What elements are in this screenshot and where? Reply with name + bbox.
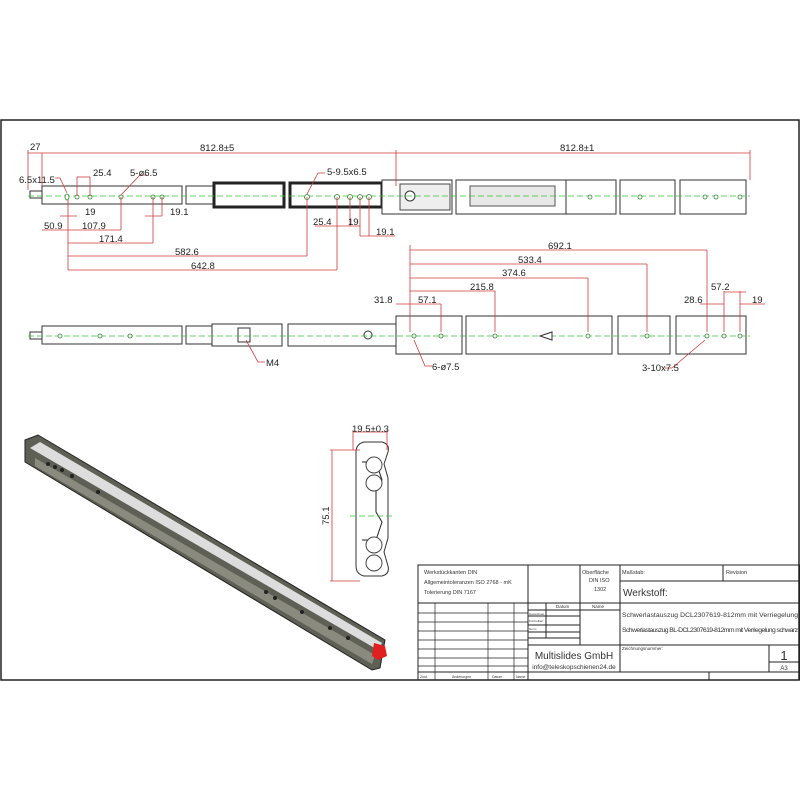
title-block: Werkstückkanten DIN Allgemeintoleranzen … xyxy=(417,564,800,681)
description-line: Schwerlastauszug DCL2307619-812mm mit Ve… xyxy=(622,612,798,619)
dim-171-4: 171.4 xyxy=(99,234,123,245)
isometric-slide-view xyxy=(24,434,387,671)
role-checked: Kontrolliert xyxy=(529,619,544,623)
top-view: 27 812.8±5 812.8±1 6.5x11.5 25.4 5-ø6.5 … xyxy=(19,142,751,272)
dim-slots-outer: 5-9.5x6.5 xyxy=(327,167,367,178)
dim-31-8: 31.8 xyxy=(374,295,393,306)
dim-28-6: 28.6 xyxy=(684,295,703,306)
dim-642-8: 642.8 xyxy=(191,261,215,272)
paper-format: A3 xyxy=(780,666,788,672)
dim-582-6: 582.6 xyxy=(175,247,199,258)
cross-section-view: 19.5±0.3 75.1 xyxy=(321,424,392,582)
dim-19-1-outer: 19.1 xyxy=(376,227,395,238)
dim-19-end: 19 xyxy=(752,295,763,306)
dim-19-outer: 19 xyxy=(348,217,359,228)
role-norm: Norm xyxy=(529,627,537,631)
dim-533-4: 533.4 xyxy=(518,255,542,266)
surface-standard-number: 1302 xyxy=(594,587,606,593)
date-label: Datum xyxy=(556,604,570,609)
surface-label: Oberfläche xyxy=(582,570,609,576)
footer-changes: Änderungen xyxy=(452,675,471,679)
latch-lever xyxy=(372,643,387,660)
dim-25-4: 25.4 xyxy=(93,168,112,179)
sheet-number: 1 xyxy=(780,648,787,663)
dim-374-6: 374.6 xyxy=(502,268,526,279)
footer-status: Zust. xyxy=(420,675,428,679)
dim-215-8: 215.8 xyxy=(470,282,494,293)
drawing-number-label: Zeichnungsnummer: xyxy=(622,646,663,651)
dim-57-2: 57.2 xyxy=(711,282,730,293)
dim-height: 75.1 xyxy=(321,507,332,526)
dim-holes-inner: 5-ø6.5 xyxy=(130,168,157,179)
material-label: Werkstoff: xyxy=(623,588,668,599)
footer-name: Name xyxy=(516,675,525,679)
dim-19: 19 xyxy=(85,207,96,218)
description-line: Schwerlastauszug BL-DCL2307619-812mm mit… xyxy=(622,627,799,634)
bottom-view: 692.1 533.4 374.6 215.8 31.8 57.1 28.6 5… xyxy=(28,241,765,374)
tolerance-line: Tolerierung DIN 7167 xyxy=(424,590,476,596)
role-drawn: Gezeichnet xyxy=(529,612,544,616)
tolerance-line: Werkstückkanten DIN xyxy=(424,570,477,576)
dim-width: 19.5±0.3 xyxy=(352,424,389,435)
name-label: Name xyxy=(592,604,605,609)
dim-slot: 6.5x11.5 xyxy=(19,175,55,186)
dim-slots-bottom: 3-10x7.5 xyxy=(642,363,679,374)
footer-date: Datum xyxy=(492,675,502,679)
dim-692-1: 692.1 xyxy=(548,241,572,252)
dim-19-1: 19.1 xyxy=(170,207,189,218)
company-name: Multislides GmbH xyxy=(535,651,613,662)
surface-standard: DIN ISO xyxy=(589,578,610,584)
dim-25-4-outer: 25.4 xyxy=(313,217,332,228)
dim-holes-bottom: 6-ø7.5 xyxy=(432,362,459,373)
dim-extension: 812.8±1 xyxy=(560,143,594,154)
dim-50-9: 50.9 xyxy=(44,221,63,232)
dim-m4: M4 xyxy=(266,358,279,369)
revision-label: Revision xyxy=(726,570,747,576)
tolerance-line: Allgemeintoleranzen ISO 2768 - mK xyxy=(424,580,512,586)
company-email: info@teleskopschienen24.de xyxy=(532,664,616,671)
dim-57-1: 57.1 xyxy=(418,295,437,306)
dim-total-closed: 812.8±5 xyxy=(200,143,234,154)
dim-107-9: 107.9 xyxy=(82,221,106,232)
dim-27: 27 xyxy=(30,142,41,153)
scale-label: Maßstab: xyxy=(622,570,645,576)
